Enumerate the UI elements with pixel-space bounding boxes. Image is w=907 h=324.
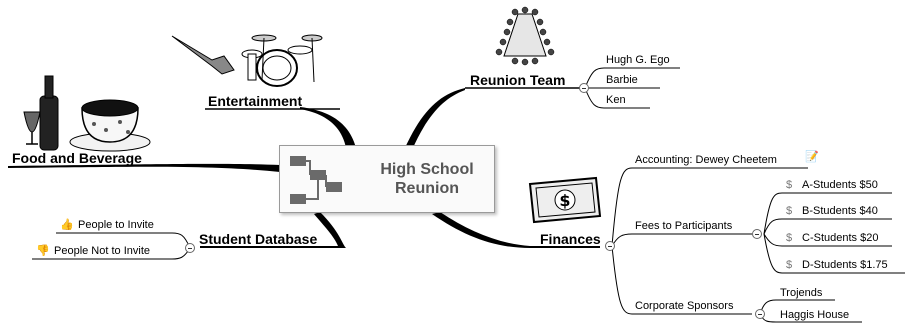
fee-item-c[interactable]: C-Students $20: [802, 232, 879, 244]
branch-finances: [432, 212, 600, 248]
sponsor-item-1[interactable]: Trojends: [780, 287, 823, 299]
branch-food: [8, 163, 280, 172]
branch-entertainment: [300, 107, 356, 148]
subtopic-member-2[interactable]: Barbie: [606, 74, 638, 86]
collapse-toggle-reunion-team[interactable]: [579, 83, 589, 93]
banquet-table-icon: [495, 6, 555, 66]
sponsor-item-2[interactable]: Haggis House: [780, 309, 850, 321]
subtopic-people-not-to-invite[interactable]: People Not to Invite: [54, 245, 151, 257]
topic-student-database[interactable]: Student Database: [199, 231, 318, 247]
subtopic-fees[interactable]: Fees to Participants: [635, 220, 733, 232]
collapse-toggle-student-database[interactable]: [185, 243, 195, 253]
central-topic[interactable]: High School Reunion: [279, 145, 495, 213]
thumbs-up-icon: 👍: [60, 219, 74, 231]
branch-reunion-team: [404, 88, 465, 150]
svg-text:$: $: [559, 191, 570, 210]
money-bag-icon: $: [786, 205, 793, 217]
dollar-bill-icon: $: [528, 176, 602, 224]
topic-food-beverage[interactable]: Food and Beverage: [12, 150, 142, 166]
collapse-toggle-finances[interactable]: [605, 241, 615, 251]
hierarchy-icon: [290, 156, 342, 204]
central-topic-title: High School Reunion: [368, 160, 486, 198]
topic-finances[interactable]: Finances: [540, 231, 601, 247]
subtopic-member-1[interactable]: Hugh G. Ego: [606, 54, 670, 66]
subtopic-sponsors[interactable]: Corporate Sponsors: [635, 300, 734, 312]
fee-item-a[interactable]: A-Students $50: [802, 179, 878, 191]
central-title-line2: Reunion: [395, 180, 459, 198]
guitar-drums-icon: [171, 34, 323, 87]
money-bag-icon: $: [786, 259, 793, 271]
fee-item-b[interactable]: B-Students $40: [802, 205, 878, 217]
subtopic-accounting[interactable]: Accounting: Dewey Cheetem: [635, 154, 777, 166]
fee-item-d[interactable]: D-Students $1.75: [802, 259, 888, 271]
thumbs-down-icon: 👎: [36, 245, 50, 257]
subtopic-people-to-invite[interactable]: People to Invite: [78, 219, 154, 231]
subtopic-member-3[interactable]: Ken: [606, 94, 626, 106]
central-title-line1: High School: [380, 161, 474, 178]
money-bag-icon: $: [786, 232, 793, 244]
collapse-toggle-fees[interactable]: [752, 229, 762, 239]
topic-reunion-team[interactable]: Reunion Team: [470, 72, 566, 88]
collapse-toggle-sponsors[interactable]: [755, 309, 765, 319]
topic-entertainment[interactable]: Entertainment: [208, 93, 303, 109]
note-icon: 📝: [805, 151, 819, 163]
money-bag-icon: $: [786, 179, 793, 191]
wine-coffee-icon: [23, 75, 151, 152]
